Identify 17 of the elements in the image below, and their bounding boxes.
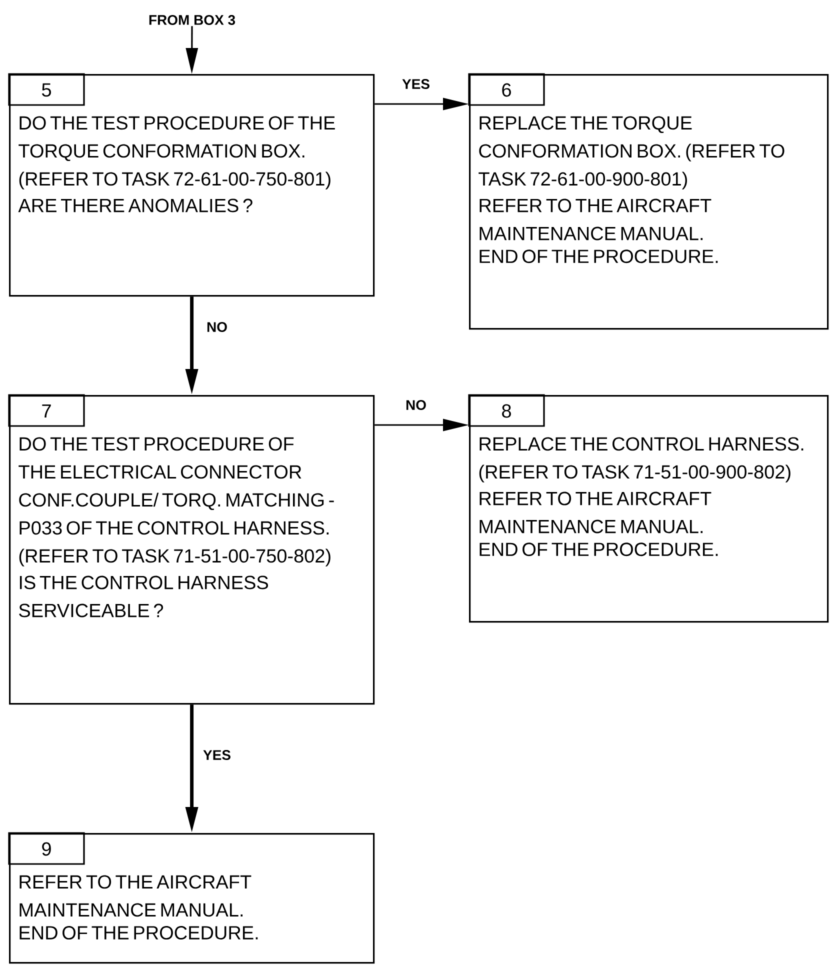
step-text: REFER TO THE AIRCRAFT MAINTENANCE MANUAL. — [20, 875, 252, 917]
step-text: DO THE TEST PROCEDURE OF THE ELECTRICAL CONNECTOR CONF.COUPLE/ TORQ. MATCHING - P033 OF THE CONTROL HARNESS. (REFER TO TASK 71-51-00-750-802) — [18, 437, 334, 566]
edge-label: NO — [404, 399, 428, 411]
step-text: REFER TO THE AIRCRAFT MAINTENANCE MANUAL. — [480, 198, 712, 240]
edge-label: YES — [401, 78, 431, 90]
step-text: REFER TO THE AIRCRAFT MAINTENANCE MANUAL. — [480, 492, 712, 534]
step-text: DO THE TEST PROCEDURE OF THE TORQUE CONFORMATION BOX. (REFER TO TASK 72-61-00-750-801) — [18, 116, 335, 190]
edge-label: NO — [206, 321, 228, 333]
edge-label: YES — [202, 749, 232, 761]
step-text: IS THE CONTROL HARNESS SERVICEABLE ? — [19, 576, 268, 618]
step-text: END OF THE PROCEDURE. — [20, 926, 258, 940]
step-text: ARE THERE ANOMALIES ? — [18, 198, 252, 212]
source-label: FROM BOX 3 — [149, 15, 236, 25]
step-text: REPLACE THE TORQUE CONFORMATION BOX. (REFER TO TASK 72-61-00-900-801) — [478, 116, 784, 190]
step-text: REPLACE THE CONTROL HARNESS. (REFER TO TASK 71-51-00-900-802) — [479, 437, 804, 482]
step-text: END OF THE PROCEDURE. — [480, 250, 718, 264]
step-text: END OF THE PROCEDURE. — [480, 542, 718, 556]
